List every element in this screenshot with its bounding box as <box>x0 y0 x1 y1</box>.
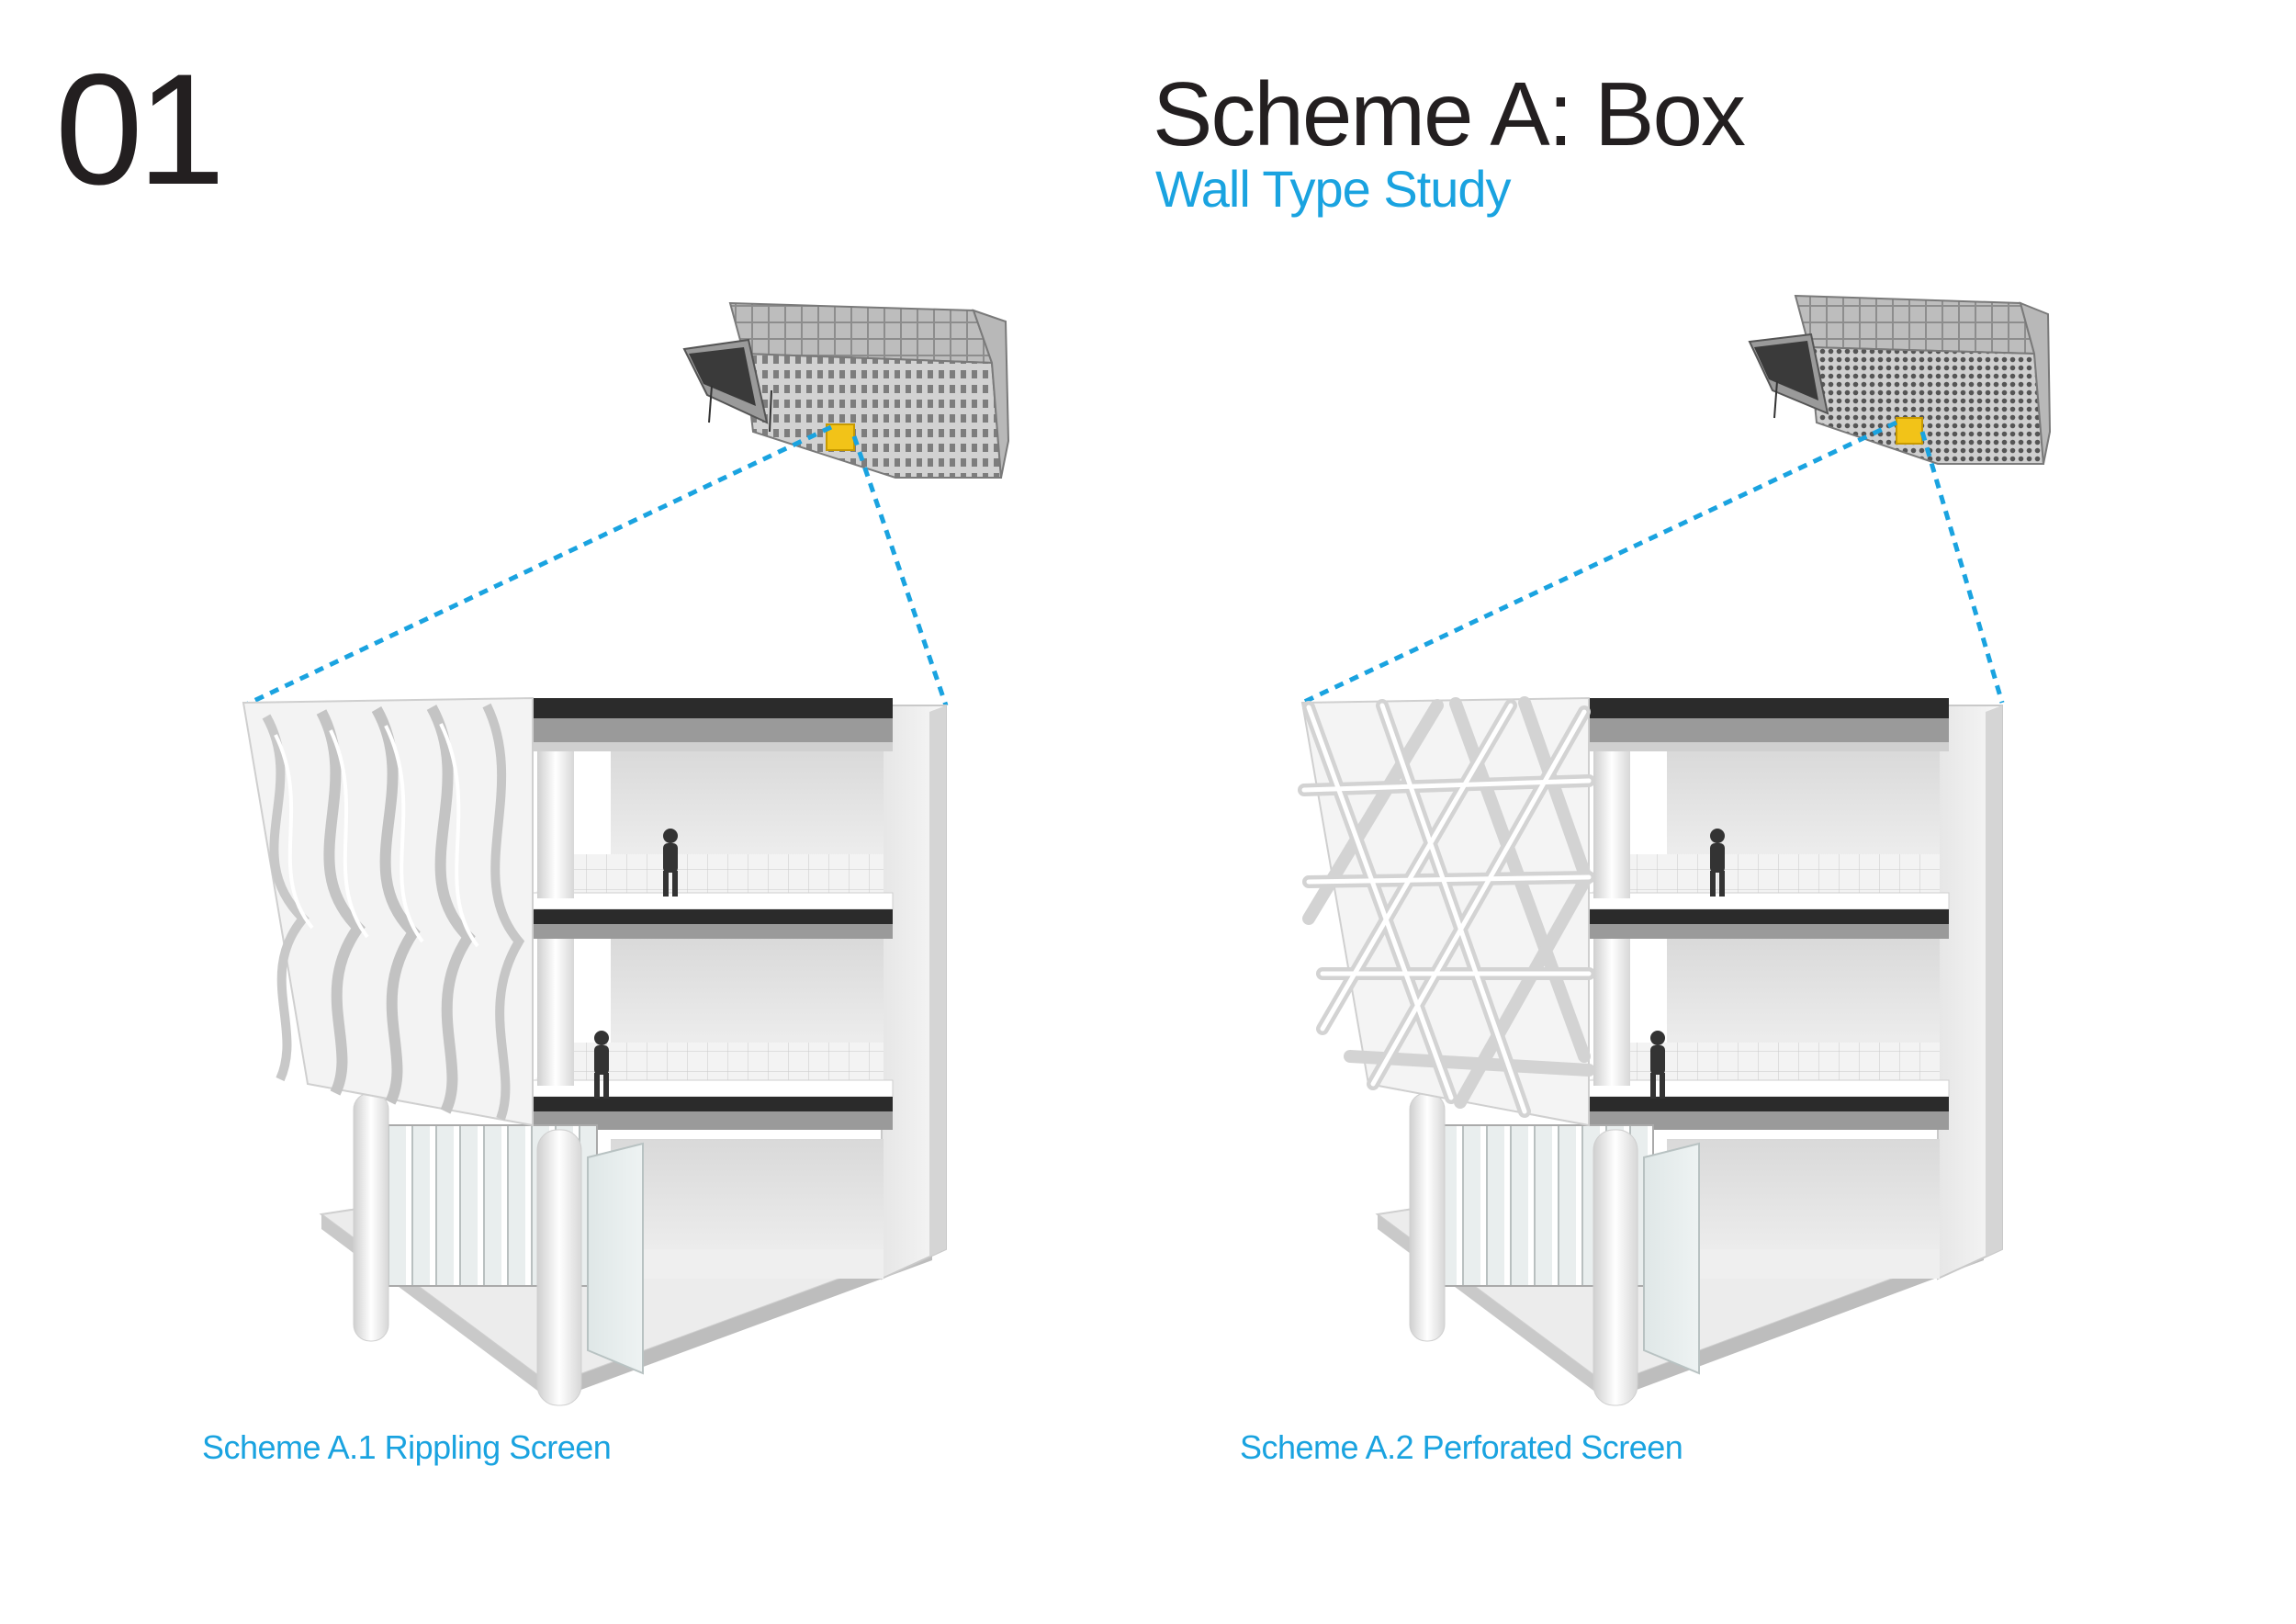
page-title: Scheme A: Box <box>1153 63 1746 164</box>
key-model-a2 <box>1748 294 2052 465</box>
caption-scheme-a1: Scheme A.1 Rippling Screen <box>202 1428 612 1466</box>
callout-lines <box>244 420 2005 707</box>
section-model-a1 <box>242 696 947 1406</box>
page-subtitle: Wall Type Study <box>1155 160 1512 218</box>
highlight-marker-a1 <box>826 423 855 451</box>
caption-scheme-a2: Scheme A.2 Perforated Screen <box>1240 1428 1683 1466</box>
highlight-marker-a2 <box>1896 417 1923 445</box>
key-model-a1 <box>682 301 1010 479</box>
sheet-number: 01 <box>55 41 225 218</box>
section-model-a2 <box>1298 696 2003 1406</box>
